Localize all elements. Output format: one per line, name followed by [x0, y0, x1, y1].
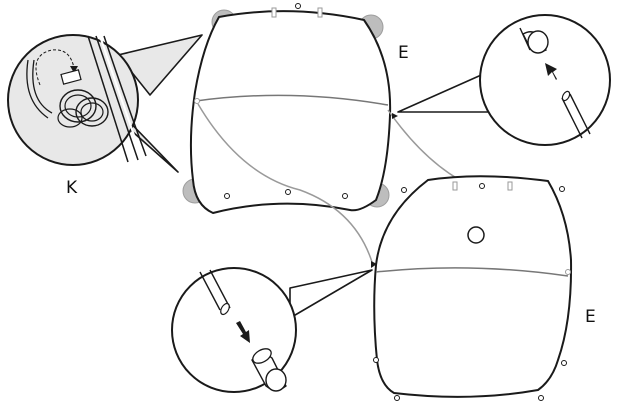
- hole: [559, 186, 565, 192]
- hole: [538, 395, 544, 401]
- top-panel: E: [182, 3, 409, 215]
- knot-detail-label: K: [66, 178, 78, 198]
- center-hole: [467, 226, 485, 244]
- hole: [285, 189, 291, 195]
- cord-diagonal-left: [197, 103, 373, 263]
- tab: [507, 181, 513, 191]
- snap-icon: [527, 30, 549, 54]
- hole: [224, 193, 230, 199]
- hole: [479, 183, 485, 189]
- top-panel-label: E: [398, 43, 409, 63]
- bottom-panel-label: E: [585, 307, 596, 327]
- snap-down-detail: [171, 267, 373, 393]
- bottom-panel-seam: [375, 267, 569, 277]
- hole: [565, 269, 571, 275]
- snap-icon-lower: [265, 368, 287, 392]
- cord-arrow-top: [392, 113, 398, 119]
- hole: [295, 3, 301, 9]
- hole: [342, 193, 348, 199]
- tab: [452, 181, 458, 191]
- bottom-panel-outline: [373, 175, 573, 398]
- top-panel-seam: [195, 94, 389, 106]
- hole: [373, 357, 379, 363]
- cord-arrow-bottom: [371, 261, 377, 268]
- arrow-up-icon: [545, 63, 557, 80]
- arrow-down-icon: [236, 321, 250, 343]
- snap-up-detail: [397, 14, 611, 146]
- callout-pointer-lower: [289, 269, 373, 319]
- hole: [194, 98, 200, 104]
- knot-detail: K: [7, 34, 203, 198]
- hole: [561, 360, 567, 366]
- arrow-down-small: [70, 66, 78, 73]
- tab: [317, 7, 323, 18]
- top-panel-outline: [189, 10, 392, 215]
- hole: [401, 187, 407, 193]
- hole: [394, 395, 400, 401]
- tab: [271, 7, 277, 18]
- bottom-panel: E: [373, 175, 596, 401]
